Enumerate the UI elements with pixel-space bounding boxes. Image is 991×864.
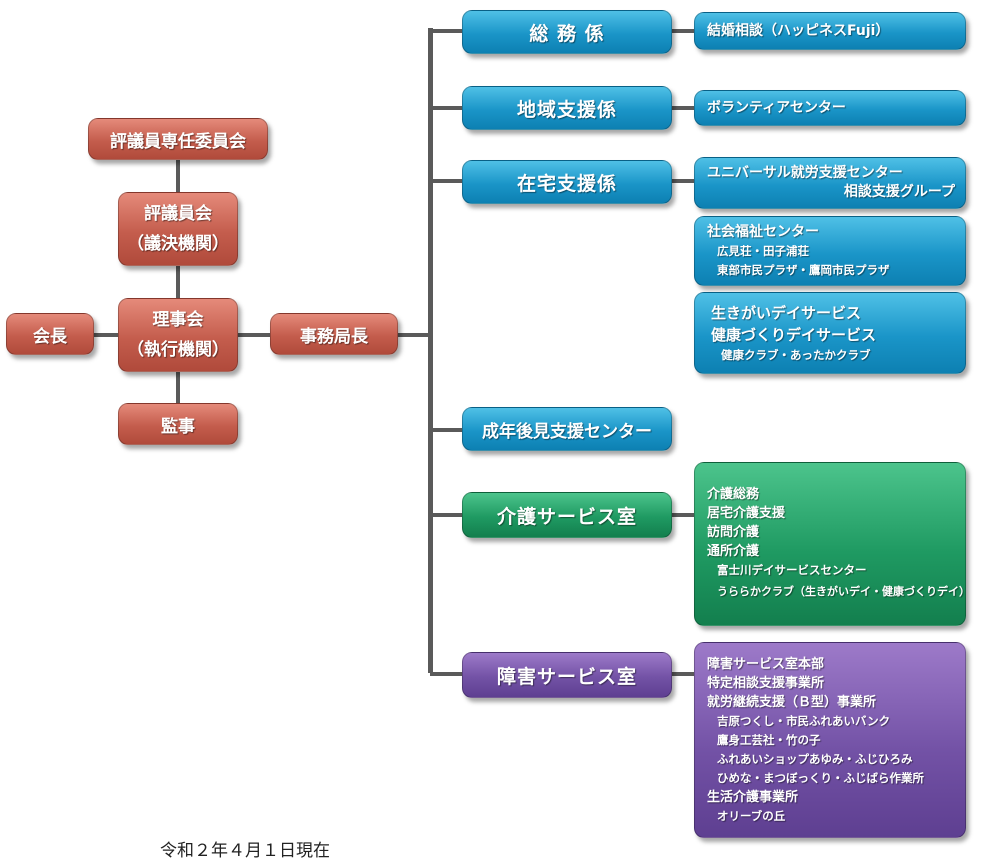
- unit-line: ユニバーサル就労支援センター: [707, 165, 903, 181]
- unit-line: 鷹身工芸社・竹の子: [717, 732, 821, 747]
- directors-role: （執行機関）: [127, 340, 229, 360]
- councillors-label: 評議員会: [144, 204, 212, 224]
- unit-line: 吉原つくし・市民ふれあいバンク: [717, 713, 891, 728]
- unit-line: オリーブの丘: [717, 808, 786, 823]
- universal-employment-box: ユニバーサル就労支援センター 相談支援グループ: [694, 157, 966, 209]
- councillors-role: （議決機関）: [127, 234, 229, 254]
- unit-line: 生きがいデイサービス: [711, 303, 862, 322]
- connector-line: [396, 333, 431, 337]
- social-welfare-center-box: 社会福祉センター 広見荘・田子浦荘 東部市民プラザ・鷹岡市民プラザ: [694, 216, 966, 286]
- unit-line: 結婚相談（ハッピネスFuji）: [707, 22, 890, 39]
- standing-committee-box: 評議員専任委員会: [88, 118, 268, 160]
- unit-line: 富士川デイサービスセンター: [717, 562, 867, 577]
- unit-line: うららかクラブ（生きがいデイ・健康づくりデイ）: [717, 584, 970, 598]
- connector-line: [430, 672, 464, 676]
- footer-date: 令和２年４月１日現在: [160, 841, 330, 861]
- standing-committee-label: 評議員専任委員会: [110, 131, 246, 152]
- department-label: 障害サービス室: [496, 665, 637, 688]
- marriage-consultation-box: 結婚相談（ハッピネスFuji）: [694, 12, 966, 50]
- care-service-room-box: 介護サービス室: [462, 492, 672, 538]
- connector-line: [430, 513, 464, 517]
- department-label: 在宅支援係: [516, 172, 617, 195]
- connector-line: [672, 29, 696, 33]
- unit-line: 居宅介護支援: [707, 505, 786, 521]
- connector-line: [672, 513, 696, 517]
- guardianship-center-box: 成年後見支援センター: [462, 407, 672, 451]
- secretary-general-label: 事務局長: [300, 326, 368, 347]
- unit-line: 広見荘・田子浦荘: [717, 243, 809, 258]
- home-support-box: 在宅支援係: [462, 160, 672, 204]
- connector-line: [176, 160, 180, 420]
- connector-line: [430, 29, 464, 33]
- unit-line: 就労継続支援（Ｂ型）事業所: [707, 694, 877, 710]
- unit-line: 健康づくりデイサービス: [711, 325, 877, 344]
- connector-line: [672, 106, 696, 110]
- unit-line: 通所介護: [707, 543, 760, 559]
- volunteer-center-box: ボランティアセンター: [694, 90, 966, 126]
- department-label: 介護サービス室: [496, 505, 637, 528]
- disability-service-units-box: 障害サービス室本部 特定相談支援事業所 就労継続支援（Ｂ型）事業所 吉原つくし・…: [694, 642, 966, 838]
- day-service-box: 生きがいデイサービス 健康づくりデイサービス 健康クラブ・あったかクラブ: [694, 292, 966, 374]
- unit-line: 健康クラブ・あったかクラブ: [721, 347, 871, 362]
- unit-line: ボランティアセンター: [707, 99, 846, 116]
- chairman-box: 会長: [6, 313, 94, 355]
- unit-line: 生活介護事業所: [707, 789, 799, 805]
- unit-line: ひめな・まつぼっくり・ふじばら作業所: [717, 770, 924, 785]
- unit-line: 障害サービス室本部: [707, 656, 825, 672]
- disability-service-room-box: 障害サービス室: [462, 652, 672, 698]
- department-label: 成年後見支援センター: [482, 421, 652, 442]
- care-service-units-box: 介護総務 居宅介護支援 訪問介護 通所介護 富士川デイサービスセンター うららか…: [694, 462, 970, 626]
- trunk-line: [428, 28, 433, 673]
- councillors-box: 評議員会 （議決機関）: [118, 192, 238, 266]
- unit-line: 相談支援グループ: [843, 184, 955, 200]
- unit-line: 訪問介護: [707, 524, 760, 540]
- unit-line: ふれあいショップあゆみ・ふじひろみ: [717, 751, 913, 766]
- general-affairs-box: 総 務 係: [462, 10, 672, 54]
- community-support-box: 地域支援係: [462, 86, 672, 130]
- connector-line: [672, 179, 696, 183]
- unit-line: 介護総務: [707, 486, 760, 502]
- unit-line: 社会福祉センター: [707, 223, 819, 240]
- connector-line: [430, 428, 464, 432]
- secretary-general-box: 事務局長: [270, 313, 398, 355]
- connector-line: [672, 672, 696, 676]
- connector-line: [430, 106, 464, 110]
- directors-label: 理事会: [152, 310, 204, 330]
- unit-line: 特定相談支援事業所: [707, 675, 825, 691]
- auditor-label: 監事: [161, 416, 195, 437]
- connector-line: [92, 333, 122, 337]
- connector-line: [236, 333, 272, 337]
- connector-line: [430, 179, 464, 183]
- unit-line: 東部市民プラザ・鷹岡市民プラザ: [717, 262, 890, 277]
- department-label: 地域支援係: [516, 98, 617, 121]
- auditor-box: 監事: [118, 403, 238, 445]
- chairman-label: 会長: [33, 326, 67, 347]
- directors-box: 理事会 （執行機関）: [118, 298, 238, 372]
- department-label: 総 務 係: [529, 22, 605, 45]
